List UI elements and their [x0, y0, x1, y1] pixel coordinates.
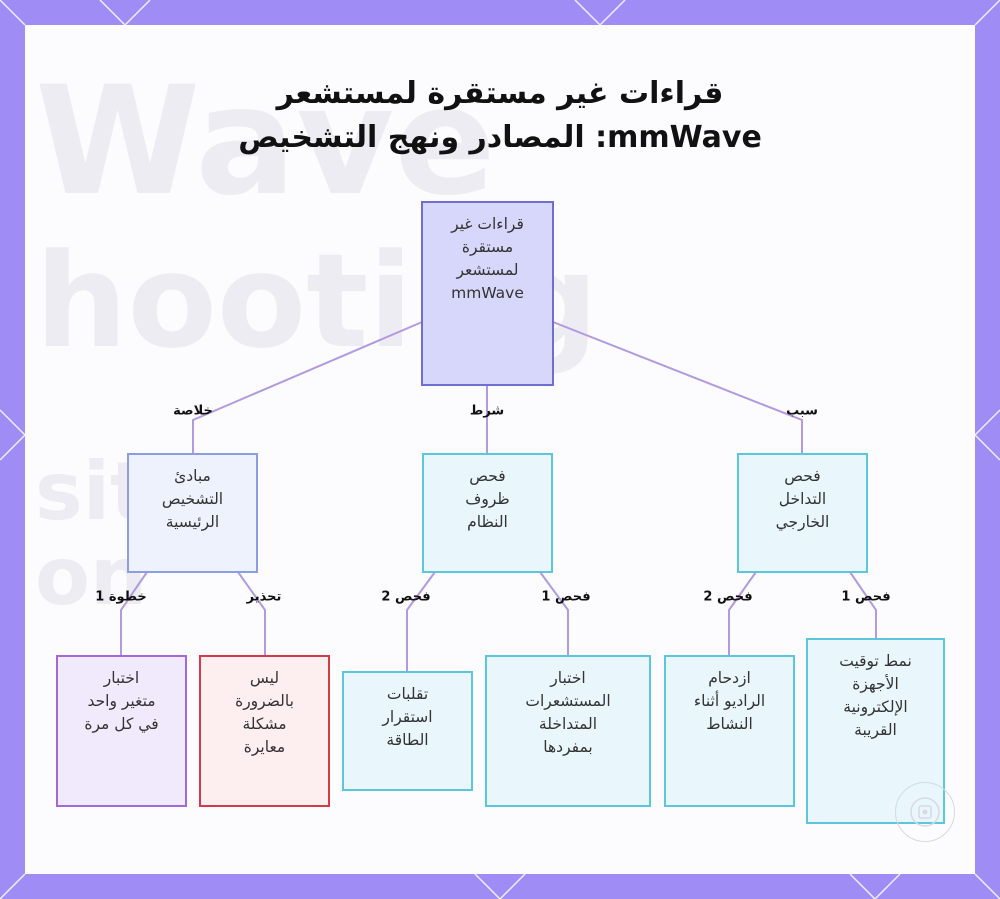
node-one-variable: اختبار متغير واحد في كل مرة [56, 655, 187, 807]
node-system-conditions: فحص ظروف النظام [422, 453, 553, 573]
link-external-electronics [849, 571, 877, 640]
link-external-radio [728, 571, 757, 657]
title-line-1: قراءات غير مستقرة لمستشعر [276, 76, 724, 111]
link-root-principles [192, 321, 423, 455]
title-line-2: mmWave: المصادر ونهج التشخيص [238, 120, 762, 155]
link-principles-calibration [237, 571, 266, 657]
diagram-title: قراءات غير مستقرة لمستشعر mmWave: المصاد… [0, 72, 1000, 160]
node-not-calibration: ليس بالضرورة مشكلة معايرة [199, 655, 330, 807]
watermark-badge-icon [895, 782, 955, 842]
link-root-external [552, 321, 803, 455]
edge-label-cause: سبب [786, 403, 818, 419]
node-power-fluctuations: تقلبات استقرار الطاقة [342, 671, 473, 791]
node-test-sensors: اختبار المستشعرات المتداخلة بمفردها [485, 655, 651, 807]
background-watermark-wave: Wave [35, 55, 496, 229]
node-radio-congestion: ازدحام الراديو أثناء النشاط [664, 655, 795, 807]
edge-label-check2-external: فحص 2 [703, 589, 753, 605]
edge-label-check1-system: فحص 1 [541, 589, 591, 605]
edge-label-warning: تحذير [246, 589, 282, 605]
link-system-power [406, 571, 436, 673]
edge-label-step1: خطوة 1 [95, 589, 147, 605]
node-root: قراءات غير مستقرة لمستشعر mmWave [421, 201, 554, 386]
node-diagnosis-principles: مبادئ التشخيص الرئيسية [127, 453, 258, 573]
link-system-test [539, 571, 569, 657]
edge-label-check1-external: فحص 1 [841, 589, 891, 605]
edge-label-summary: خلاصة [173, 403, 213, 419]
link-principles-variable [120, 571, 148, 657]
edge-label-condition: شرط [469, 403, 505, 419]
node-external-interference: فحص التداخل الخارجي [737, 453, 868, 573]
edge-label-check2-system: فحص 2 [381, 589, 431, 605]
